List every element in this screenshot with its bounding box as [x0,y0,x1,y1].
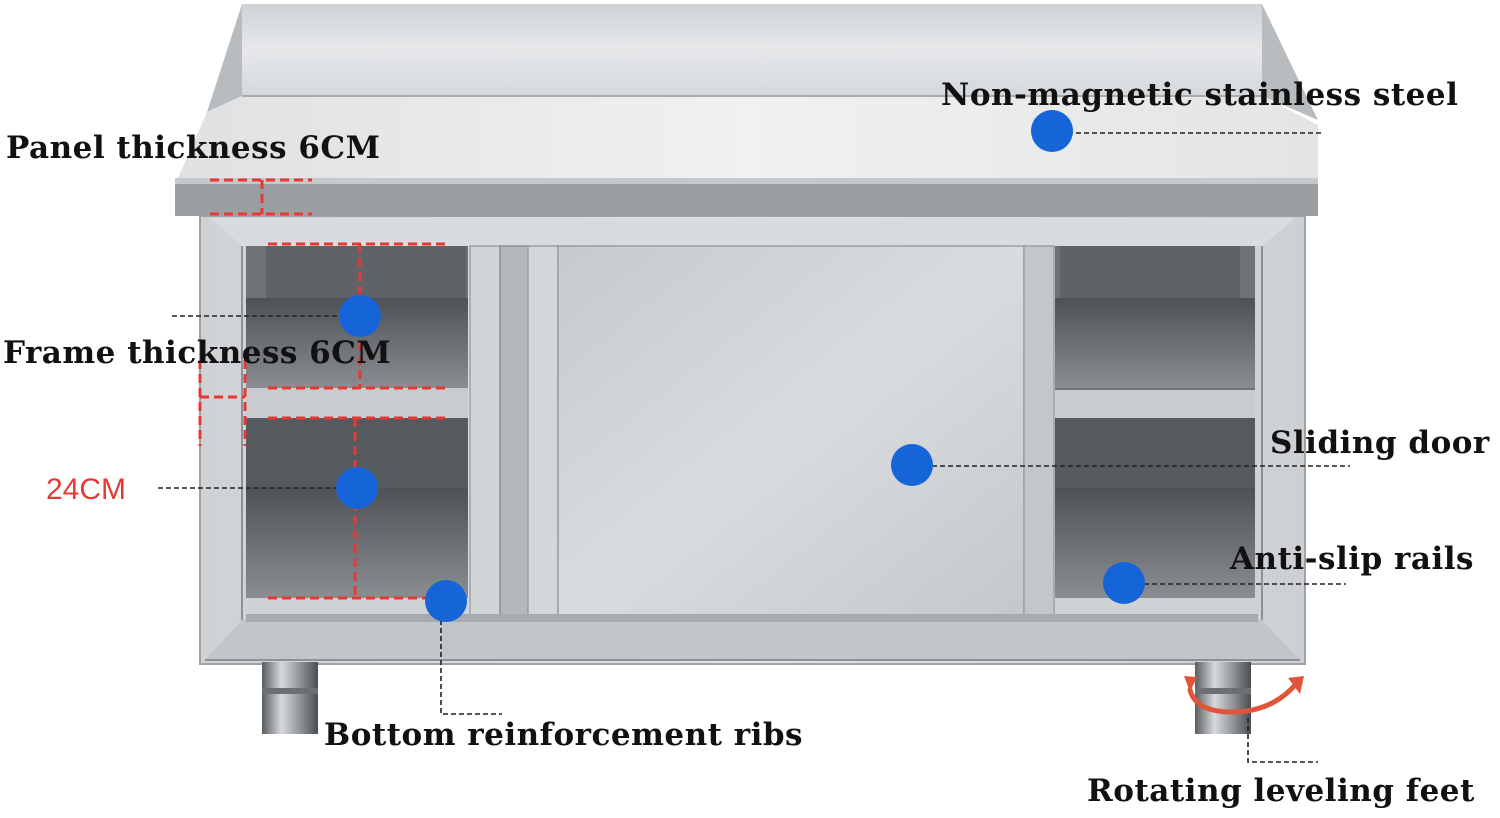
label-panel-thickness: Panel thickness 6CM [6,130,381,166]
label-anti-slip-rails: Anti-slip rails [1230,541,1474,577]
label-sliding-door: Sliding door [1270,425,1490,461]
marker-bottom-ribs [425,580,467,622]
marker-anti-slip-rails [1103,562,1145,604]
leader-lines [158,132,1350,763]
label-shelf-height: 24CM [46,473,127,506]
feature-markers [336,110,1145,622]
left-compartment [246,246,468,616]
label-bottom-ribs: Bottom reinforcement ribs [324,717,804,753]
marker-shelf [336,467,378,509]
worktop [175,4,1318,216]
marker-sliding-door [891,444,933,486]
label-frame-thickness: Frame thickness 6CM [3,335,392,371]
label-top-material: Non-magnetic stainless steel [941,77,1459,113]
label-leveling-feet: Rotating leveling feet [1087,773,1475,809]
legs [262,662,1251,734]
marker-top-material [1031,110,1073,152]
sliding-doors [246,245,1258,622]
rotation-arrow [1184,676,1304,715]
marker-frame [339,295,381,337]
right-compartment [1055,246,1255,616]
